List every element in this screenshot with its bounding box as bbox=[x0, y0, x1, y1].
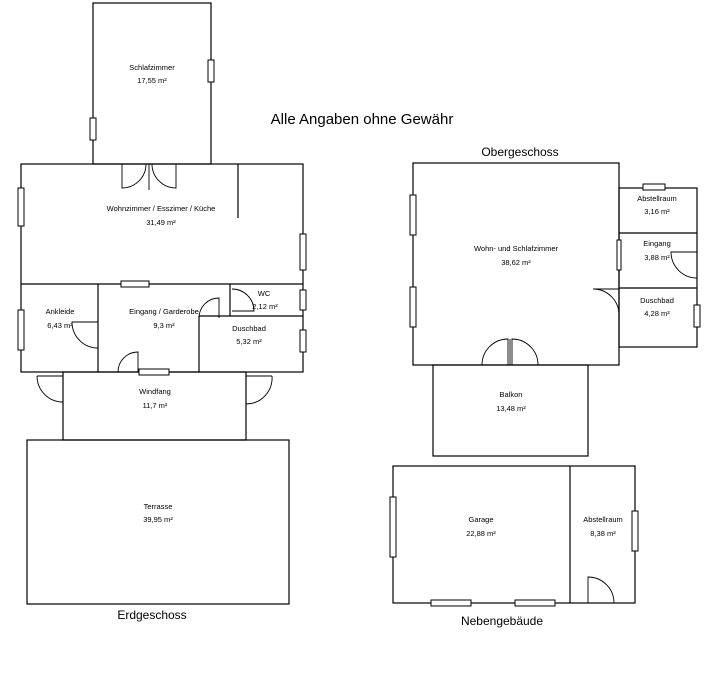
room-name: Terrasse bbox=[144, 502, 173, 511]
window bbox=[409, 286, 417, 328]
room-area: 38,62 m² bbox=[501, 258, 531, 267]
room-name: Wohnzimmer / Esszimer / Küche bbox=[107, 204, 216, 213]
room-area: 4,28 m² bbox=[644, 309, 670, 318]
window bbox=[17, 187, 25, 227]
window bbox=[616, 239, 622, 271]
room-area: 39,95 m² bbox=[143, 515, 173, 524]
room-area: 11,7 m² bbox=[143, 401, 168, 410]
room-name: Eingang bbox=[643, 239, 671, 248]
window bbox=[17, 309, 25, 351]
room-area: 6,43 m² bbox=[47, 321, 73, 330]
room-name: Abstellraum bbox=[637, 194, 677, 203]
room-area: 3,16 m² bbox=[644, 207, 670, 216]
room-name: Windfang bbox=[139, 387, 171, 396]
room-name: Eingang / Garderobe bbox=[129, 307, 199, 316]
floor-label-ground: Erdgeschoss bbox=[117, 608, 186, 622]
door-windfang-left bbox=[36, 375, 64, 403]
window bbox=[207, 59, 215, 83]
room-area: 8,38 m² bbox=[590, 529, 616, 538]
room-name: Garage bbox=[468, 515, 493, 524]
window bbox=[389, 496, 397, 558]
door-eingang bbox=[198, 297, 220, 319]
room-name: Ankleide bbox=[46, 307, 75, 316]
room-area: 9,3 m² bbox=[153, 321, 175, 330]
window bbox=[693, 304, 701, 328]
door-eingang-front bbox=[117, 351, 139, 373]
door-balkon bbox=[511, 338, 539, 366]
window bbox=[89, 117, 97, 141]
room-area: 5,32 m² bbox=[236, 337, 262, 346]
room-name: Schlafzimmer bbox=[129, 63, 175, 72]
room-area: 13,48 m² bbox=[496, 404, 526, 413]
room-name: Abstellraum bbox=[583, 515, 623, 524]
room-name: Balkon bbox=[500, 390, 523, 399]
floor-label-outbuilding: Nebengebäude bbox=[461, 614, 543, 628]
room-name: Duschbad bbox=[232, 324, 266, 333]
door-balkon bbox=[481, 338, 509, 366]
room-name: WC bbox=[258, 289, 271, 298]
door-abstell-nb bbox=[587, 576, 615, 604]
door-schlafzimmer bbox=[121, 163, 147, 189]
upper-floor-plan: Wohn- und Schlafzimmer 38,62 m² Abstellr… bbox=[409, 162, 701, 457]
window bbox=[299, 233, 307, 271]
room-area: 17,55 m² bbox=[137, 76, 167, 85]
door-windfang-right bbox=[245, 375, 273, 405]
terrasse-walls bbox=[26, 439, 290, 605]
balkon-walls bbox=[432, 364, 589, 457]
door-duschbad-og bbox=[592, 288, 620, 316]
room-name: Wohn- und Schlafzimmer bbox=[474, 244, 559, 253]
window bbox=[430, 599, 472, 607]
window bbox=[299, 289, 307, 311]
window bbox=[409, 194, 417, 236]
room-area: 2,12 m² bbox=[252, 302, 278, 311]
window bbox=[299, 329, 307, 353]
room-area: 31,49 m² bbox=[146, 218, 176, 227]
window bbox=[120, 280, 150, 288]
room-name: Duschbad bbox=[640, 296, 674, 305]
window bbox=[642, 183, 666, 191]
disclaimer-text: Alle Angaben ohne Gewähr bbox=[271, 111, 454, 128]
ground-floor-plan: Schlafzimmer 17,55 m² Wohnzimmer / Esszi… bbox=[17, 2, 307, 605]
window bbox=[514, 599, 556, 607]
door-eingang-og bbox=[670, 251, 698, 279]
room-area: 22,88 m² bbox=[466, 529, 496, 538]
door-schlafzimmer bbox=[151, 163, 177, 189]
outbuilding-plan: Garage 22,88 m² Abstellraum 8,38 m² bbox=[389, 465, 639, 607]
window bbox=[138, 368, 170, 376]
door-wc bbox=[231, 288, 255, 312]
window bbox=[631, 510, 639, 552]
floor-label-upper: Obergeschoss bbox=[481, 145, 558, 159]
door-ankleide bbox=[71, 321, 99, 349]
room-area: 3,88 m² bbox=[644, 253, 670, 262]
